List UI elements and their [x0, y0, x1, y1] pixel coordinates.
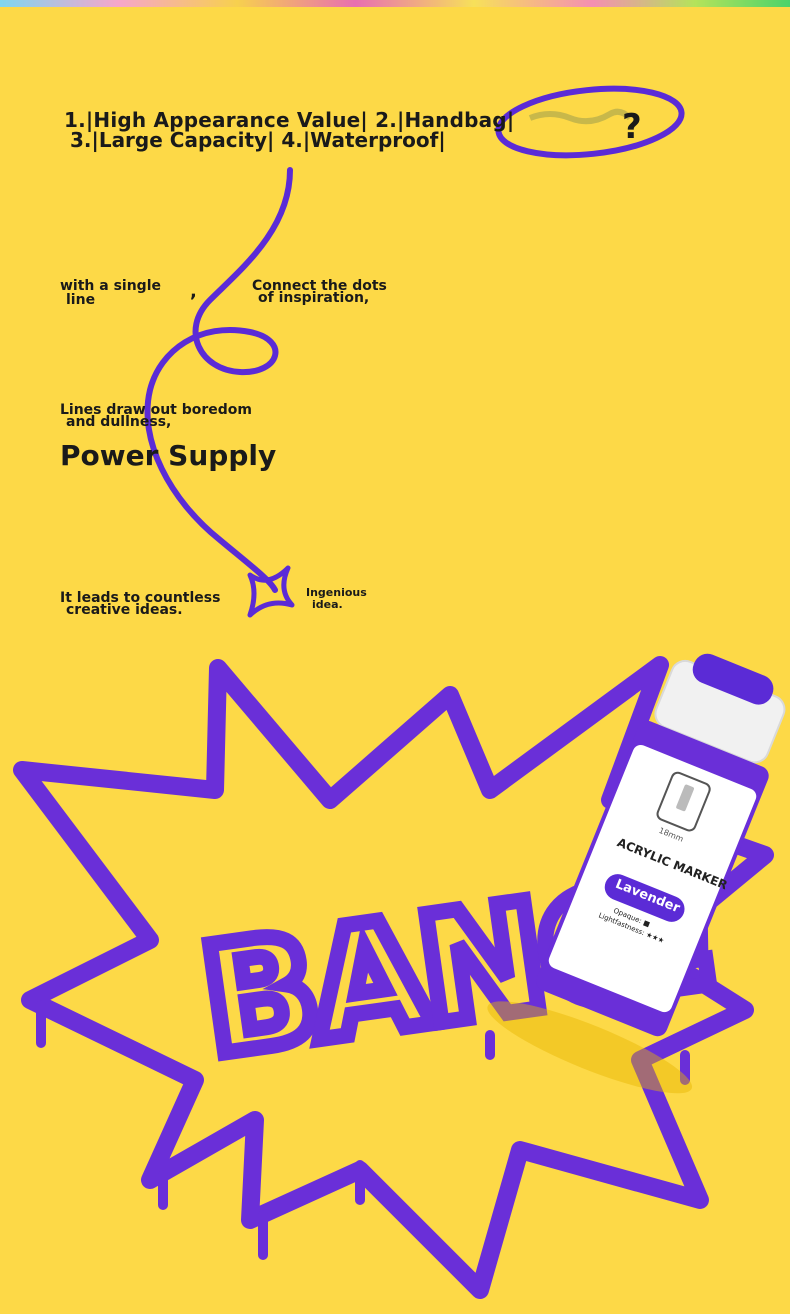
caption-leads-b: creative ideas. [66, 602, 183, 618]
continuous-line [144, 167, 293, 593]
feature-list-line-1: 1.|High Appearance Value| 2.|Handbag| [64, 108, 515, 132]
tip-size: 18mm [657, 825, 685, 844]
caption-leads-a: It leads to countless [60, 590, 221, 606]
paint-drips [36, 1000, 690, 1260]
marker-tip [692, 653, 774, 705]
caption-ingenious-b: idea. [312, 598, 343, 611]
caption-ingenious-a: Ingenious [306, 586, 367, 599]
sparkle-star-icon [247, 565, 295, 618]
caption-comma: , [190, 281, 197, 302]
caption-boredom-a: Lines draw out boredom [60, 402, 252, 418]
feature-list-line-2: 3.|Large Capacity| 4.|Waterproof| [70, 128, 446, 152]
scribble-mark [528, 108, 633, 125]
caption-single-line-b: line [66, 292, 96, 308]
scribble-oval [495, 85, 685, 159]
question-mark-icon: ? [622, 107, 642, 147]
marker-label [548, 744, 757, 1013]
caption-connect-b: of inspiration, [258, 290, 370, 306]
top-color-strip [0, 0, 790, 7]
bang-burst [13, 656, 774, 1299]
caption-single-line-a: with a single [60, 278, 162, 294]
caption-connect-a: Connect the dots [252, 278, 387, 294]
caption-boredom-b: and dullness, [66, 414, 172, 430]
acrylic-marker-bottle [487, 653, 786, 1094]
power-supply-heading: Power Supply [60, 439, 277, 472]
